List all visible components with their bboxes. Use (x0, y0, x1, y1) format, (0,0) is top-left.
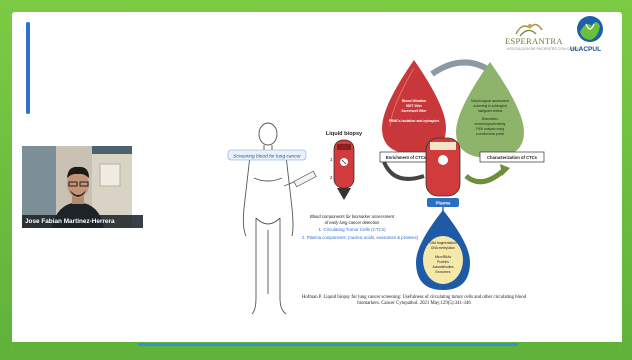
blue-drop-line-5: Proteins (437, 260, 449, 264)
component-2-label: 2. Plasma components: (nucleic acids, ex… (302, 235, 419, 240)
center-tube-icon (426, 138, 460, 196)
blood-tube-icon (334, 140, 354, 200)
figure-caption: Hofman P. Liquid biopsy for lung cancer … (294, 295, 534, 308)
blue-drop-line-4: MicroRNAs (435, 255, 452, 259)
enrichment-label: Enrichment of CTCs (386, 155, 427, 160)
blue-plasma-drop (416, 210, 470, 290)
plasma-label: Plasma (436, 200, 451, 205)
red-drop-line-2: ISET filter (406, 104, 423, 108)
green-drop-line-1: Morphological assessment (471, 99, 509, 103)
characterization-label: Characterization of CTCs (487, 155, 538, 160)
dark-arrow-icon (384, 162, 424, 179)
green-arrow-icon (466, 170, 504, 182)
green-drop-line-8: a centromeric probe (476, 132, 505, 136)
component-1-label: 1. Circulating Tumor Cells (CTCs) (318, 227, 386, 232)
tube-number-1: 1 (330, 157, 333, 162)
liquid-biopsy-figure: Screening blood for lung cancer Liquid b… (212, 58, 552, 328)
green-drop-line-7: FISH analysis using (476, 127, 504, 131)
blue-drop-line-2: DNA methylation (431, 246, 455, 250)
red-drop-line-1: Blood filtration (402, 99, 426, 103)
liquid-biopsy-title: Liquid biopsy (326, 131, 363, 137)
screening-label: Screening blood for lung cancer (233, 154, 301, 160)
blue-drop-line-6: Autoantibodies (432, 265, 453, 269)
green-drop-line-5: Biomarkers (482, 117, 499, 121)
ulacpul-logo-text: ULACPUL (570, 46, 601, 53)
slide-footer-accent (138, 343, 518, 346)
tube-number-2: 2 (330, 175, 333, 180)
red-drop-line-5: PBMCs isolation and cytospins (389, 119, 440, 123)
blood-components-line2: of early lung cancer detection (325, 220, 380, 225)
red-drop-line-3: Screencell filter (401, 109, 427, 113)
green-drop-line-6: immunocytochemistry (475, 122, 506, 126)
esperantra-logo-text: ESPERANTRA (505, 36, 563, 46)
slide-accent-bar (26, 22, 30, 114)
blue-drop-line-7: Exosomes (436, 270, 451, 274)
participant-name-tag: Jose Fabian Martinez-Herrera (22, 215, 143, 228)
green-drop-line-2: according to cytological (473, 104, 506, 108)
green-drop-line-3: malignant criteria (478, 109, 502, 113)
blue-drop-line-1: DNA fragmentation (430, 241, 457, 245)
blood-components-line1: Blood components for biomarker assessmen… (310, 214, 395, 219)
